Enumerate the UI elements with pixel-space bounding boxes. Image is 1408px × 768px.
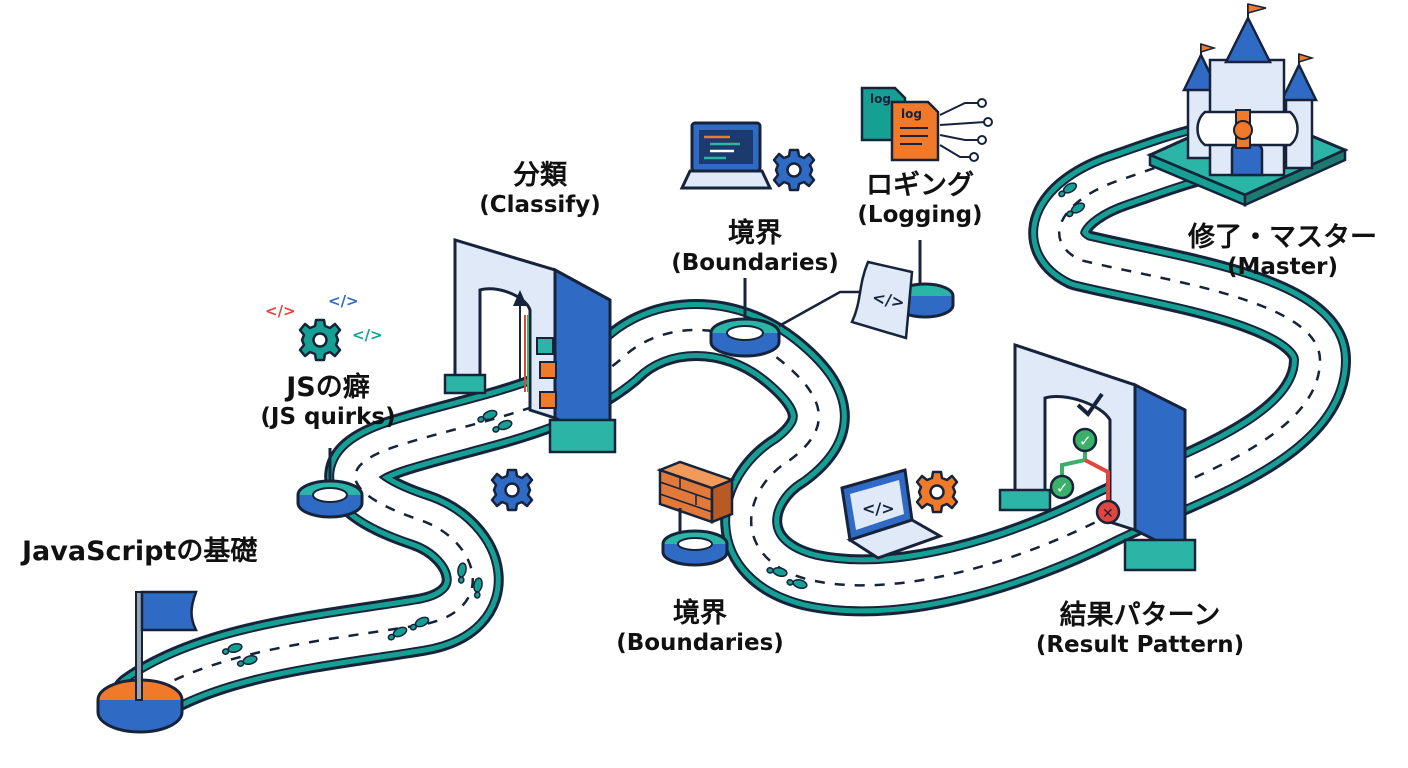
quirks-title: JSの癖 (286, 372, 370, 403)
gear-icon (772, 148, 816, 192)
result-title: 結果パターン (1059, 600, 1221, 631)
data-lines-icon (939, 98, 993, 162)
start-flag (96, 590, 199, 734)
error-icon (1095, 499, 1121, 525)
label-boundaries-bottom: 境界 (Boundaries) (605, 598, 795, 657)
success-icon (1072, 427, 1098, 453)
brick-wall-icon (656, 460, 736, 524)
master-subtitle: (Master) (1226, 253, 1339, 280)
label-quirks: JSの癖 (JS quirks) (248, 372, 408, 431)
gear-icon (490, 468, 534, 512)
classify-subtitle: (Classify) (479, 191, 601, 218)
boundaries-bottom-subtitle: (Boundaries) (616, 629, 784, 656)
classify-title: 分類 (513, 160, 567, 191)
success-icon (1049, 474, 1075, 500)
logging-subtitle: (Logging) (857, 201, 983, 228)
label-master: 修了・マスター (Master) (1180, 222, 1385, 281)
laptop-code-icon: </> (840, 468, 944, 560)
code-tag-icon: </> (328, 292, 359, 310)
flag-icon (140, 590, 199, 632)
svg-text:log: log (870, 92, 891, 106)
svg-text:✕: ✕ (1102, 506, 1114, 522)
diploma-icon (1196, 109, 1299, 149)
boundaries-bottom-title: 境界 (673, 598, 727, 629)
gear-icon (915, 470, 959, 514)
gear-icon (298, 318, 342, 362)
boundaries-top-title: 境界 (728, 218, 782, 249)
castle-icon (1146, 3, 1349, 207)
code-tag-icon: </> (265, 302, 296, 320)
logging-milestone: log log </> (850, 86, 993, 340)
boundaries-top-milestone (679, 121, 860, 358)
boundaries-top-subtitle: (Boundaries) (671, 249, 839, 276)
logging-title: ロギング (866, 170, 974, 201)
svg-text:</>: </> (862, 499, 895, 518)
code-scroll-icon: </> (850, 260, 914, 340)
road-path (109, 119, 1351, 731)
check-icon (1076, 392, 1104, 417)
laptop-icon (679, 121, 773, 190)
svg-text:✓: ✓ (1079, 432, 1092, 450)
log-document-icon: log log (860, 86, 940, 162)
start-title: JavaScriptの基礎 (22, 536, 258, 567)
result-gate: ✓ ✓ ✕ (998, 342, 1197, 572)
label-classify: 分類 (Classify) (460, 160, 620, 219)
label-boundaries-top: 境界 (Boundaries) (660, 218, 850, 277)
svg-text:✓: ✓ (1056, 479, 1069, 497)
master-title: 修了・マスター (1188, 222, 1377, 253)
result-subtitle: (Result Pattern) (1035, 631, 1245, 658)
svg-text:log: log (901, 107, 922, 121)
label-logging: ロギング (Logging) (845, 170, 995, 229)
classify-gate (443, 237, 617, 454)
quirks-subtitle: (JS quirks) (260, 403, 396, 430)
code-tag-icon: </> (352, 326, 383, 344)
quirks-milestone: </> </> </> (265, 292, 383, 519)
label-start: JavaScriptの基礎 (22, 536, 257, 568)
boundaries-bottom-milestone (656, 460, 736, 567)
label-result: 結果パターン (Result Pattern) (1030, 600, 1250, 659)
